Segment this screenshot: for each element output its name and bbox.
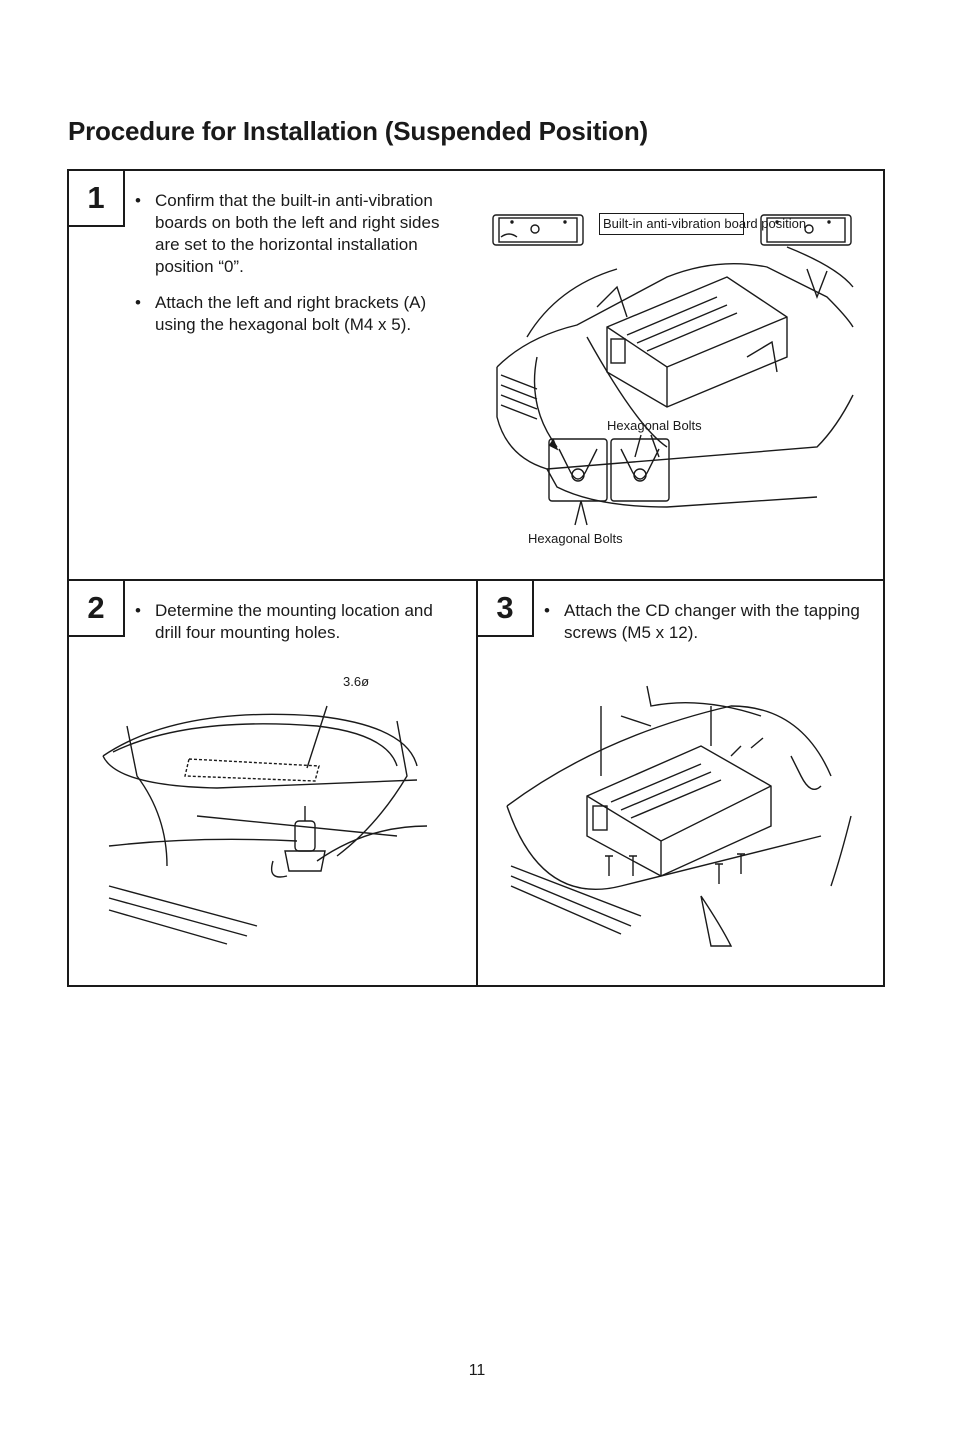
board-position-label: Built-in anti-vibration board position — [599, 213, 806, 235]
step-3-illustration — [506, 685, 852, 947]
drill-tool — [270, 806, 326, 878]
hole-diameter-label: 3.6ø — [343, 674, 370, 689]
step-2-illustration — [102, 705, 428, 945]
cd-changer-unit-step3 — [586, 706, 772, 877]
label-leaders — [574, 434, 660, 526]
procedure-frame: 1 Confirm that the built-in anti-vibrati… — [67, 169, 885, 987]
step-3-number: 3 — [478, 581, 534, 637]
drill-area-marker — [184, 705, 328, 782]
step-2-bullet-1: Determine the mounting location and dril… — [135, 600, 455, 644]
hexagonal-bolts-label-upper: Hexagonal Bolts — [607, 418, 702, 433]
bracket-detail-right — [610, 438, 670, 502]
step-2-instructions: Determine the mounting location and dril… — [135, 600, 455, 644]
step-1-illustration — [492, 214, 854, 526]
board-detail-right — [760, 214, 852, 246]
step-1-bullet-1: Confirm that the built-in anti-vibration… — [135, 190, 465, 278]
trunk-lid-outline — [102, 713, 428, 945]
step-2-number: 2 — [69, 581, 125, 637]
hexagonal-bolts-label-lower: Hexagonal Bolts — [528, 531, 623, 546]
step-1-number: 1 — [69, 171, 125, 227]
step-3-instructions: Attach the CD changer with the tapping s… — [544, 600, 864, 644]
trunk-edge — [196, 815, 398, 837]
column-divider — [476, 579, 478, 985]
page-number: 11 — [468, 1362, 486, 1379]
bracket-detail-left — [548, 438, 608, 502]
page-title: Procedure for Installation (Suspended Po… — [68, 116, 648, 146]
board-detail-left — [492, 214, 584, 246]
trunk-outline-step3 — [506, 685, 852, 947]
trunk-outline — [496, 246, 854, 508]
step-1-bullet-2: Attach the left and right brackets (A) u… — [135, 292, 465, 336]
step-3-bullet-1: Attach the CD changer with the tapping s… — [544, 600, 864, 644]
tapping-screws — [605, 853, 745, 884]
cd-changer-unit — [596, 276, 788, 408]
step-1-instructions: Confirm that the built-in anti-vibration… — [135, 190, 465, 336]
